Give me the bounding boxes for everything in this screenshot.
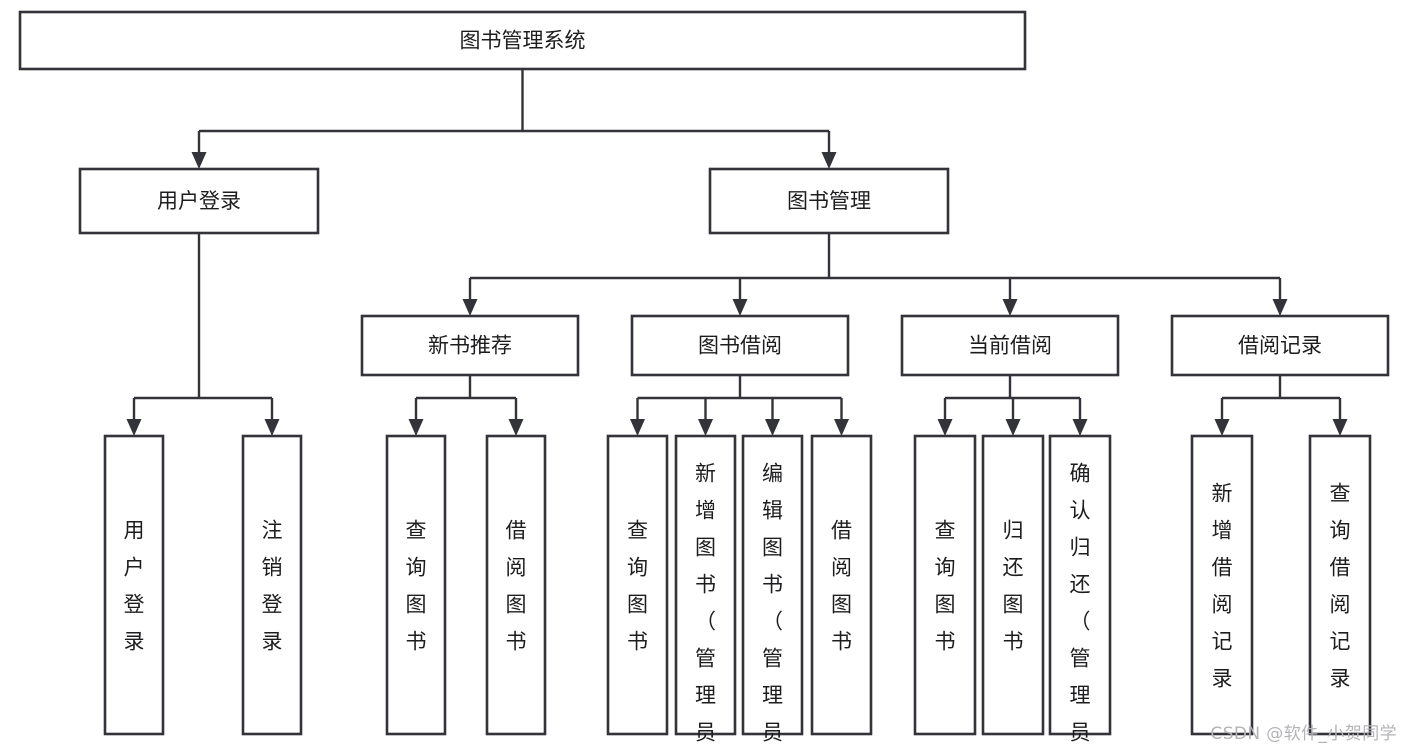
node-book-manage[interactable]: 图书管理 <box>708 167 950 235</box>
node-label-leaf-user-logout: 注销登录 <box>262 519 283 654</box>
node-label-leaf-bb-add: 新增图书（管理员） <box>695 462 716 747</box>
node-leaf-user-logout[interactable]: 注销登录 <box>241 434 303 736</box>
node-label-book-borrow: 图书借阅 <box>698 334 782 358</box>
node-label-book-manage: 图书管理 <box>787 189 871 213</box>
node-box-user-login <box>78 167 320 235</box>
arrow-head-icon <box>264 419 280 436</box>
node-box-leaf-bb-borrow <box>810 434 873 736</box>
node-current-borrow[interactable]: 当前借阅 <box>900 314 1120 377</box>
node-leaf-br-add[interactable]: 新增借阅记录 <box>1190 434 1254 736</box>
node-new-book-rec[interactable]: 新书推荐 <box>360 314 580 377</box>
node-root[interactable]: 图书管理系统 <box>18 10 1027 71</box>
node-label-leaf-user-login: 用户登录 <box>124 519 145 654</box>
node-user-login[interactable]: 用户登录 <box>78 167 320 235</box>
arrow-head-icon <box>191 152 207 169</box>
node-borrow-record[interactable]: 借阅记录 <box>1170 314 1390 377</box>
node-box-leaf-bb-add <box>674 434 737 736</box>
node-leaf-bb-borrow[interactable]: 借阅图书 <box>810 434 873 736</box>
arrow-head-icon <box>1272 299 1288 316</box>
node-label-leaf-cb-query: 查询图书 <box>935 519 956 654</box>
node-box-new-book-rec <box>360 314 580 377</box>
node-label-user-login: 用户登录 <box>157 189 241 213</box>
node-label-leaf-cb-confirm: 确认归还（管理员） <box>1070 462 1091 747</box>
node-box-leaf-bb-query <box>606 434 669 736</box>
node-leaf-br-query[interactable]: 查询借阅记录 <box>1308 434 1372 736</box>
node-leaf-user-login[interactable]: 用户登录 <box>103 434 165 736</box>
node-book-borrow[interactable]: 图书借阅 <box>630 314 850 377</box>
arrow-head-icon <box>834 419 849 436</box>
node-label-leaf-br-query: 查询借阅记录 <box>1330 482 1351 691</box>
arrow-head-icon <box>462 299 478 316</box>
node-leaf-bb-query[interactable]: 查询图书 <box>606 434 669 736</box>
node-box-book-borrow <box>630 314 850 377</box>
arrow-head-icon <box>698 419 713 436</box>
node-label-leaf-rec-borrow: 借阅图书 <box>506 519 527 654</box>
arrow-head-icon <box>937 419 953 436</box>
node-label-leaf-br-add: 新增借阅记录 <box>1212 482 1233 691</box>
node-box-leaf-rec-borrow <box>485 434 547 736</box>
node-box-leaf-bb-edit <box>741 434 804 736</box>
node-box-leaf-cb-confirm <box>1048 434 1112 736</box>
node-box-current-borrow <box>900 314 1120 377</box>
node-leaf-bb-edit[interactable]: 编辑图书（管理员） <box>741 434 804 747</box>
node-box-leaf-br-add <box>1190 434 1254 736</box>
node-label-leaf-bb-borrow: 借阅图书 <box>831 519 852 654</box>
node-label-borrow-record: 借阅记录 <box>1238 334 1322 358</box>
arrow-head-icon <box>508 419 524 436</box>
arrow-head-icon <box>126 419 142 436</box>
node-label-new-book-rec: 新书推荐 <box>428 334 512 358</box>
node-box-root <box>18 10 1027 71</box>
node-box-leaf-br-query <box>1308 434 1372 736</box>
node-leaf-rec-query[interactable]: 查询图书 <box>385 434 447 736</box>
connector-layer <box>126 69 1348 436</box>
node-box-leaf-cb-query <box>913 434 977 736</box>
arrow-head-icon <box>1072 419 1088 436</box>
node-leaf-cb-return[interactable]: 归还图书 <box>981 434 1045 736</box>
node-leaf-bb-add[interactable]: 新增图书（管理员） <box>674 434 737 747</box>
node-box-borrow-record <box>1170 314 1390 377</box>
arrow-head-icon <box>732 299 748 316</box>
node-box-book-manage <box>708 167 950 235</box>
arrow-head-icon <box>1002 299 1018 316</box>
node-leaf-rec-borrow[interactable]: 借阅图书 <box>485 434 547 736</box>
node-box-leaf-cb-return <box>981 434 1045 736</box>
node-leaf-cb-query[interactable]: 查询图书 <box>913 434 977 736</box>
arrow-head-icon <box>1332 419 1348 436</box>
node-label-leaf-cb-return: 归还图书 <box>1003 519 1024 654</box>
node-box-leaf-user-login <box>103 434 165 736</box>
arrow-head-icon <box>821 152 837 169</box>
node-label-leaf-rec-query: 查询图书 <box>406 519 427 654</box>
node-label-leaf-bb-edit: 编辑图书（管理员） <box>762 462 783 747</box>
node-layer: 图书管理系统用户登录图书管理新书推荐图书借阅当前借阅借阅记录用户登录注销登录查询… <box>18 10 1390 747</box>
node-leaf-cb-confirm[interactable]: 确认归还（管理员） <box>1048 434 1112 747</box>
arrow-head-icon <box>408 419 424 436</box>
node-label-current-borrow: 当前借阅 <box>968 334 1052 358</box>
node-box-leaf-rec-query <box>385 434 447 736</box>
node-box-leaf-user-logout <box>241 434 303 736</box>
arrow-head-icon <box>1005 419 1021 436</box>
node-label-leaf-bb-query: 查询图书 <box>627 519 648 654</box>
arrow-head-icon <box>630 419 645 436</box>
arrow-head-icon <box>765 419 780 436</box>
arrow-head-icon <box>1214 419 1230 436</box>
node-label-root: 图书管理系统 <box>460 29 586 53</box>
watermark-text: CSDN @软件_小贺同学 <box>1210 724 1397 744</box>
